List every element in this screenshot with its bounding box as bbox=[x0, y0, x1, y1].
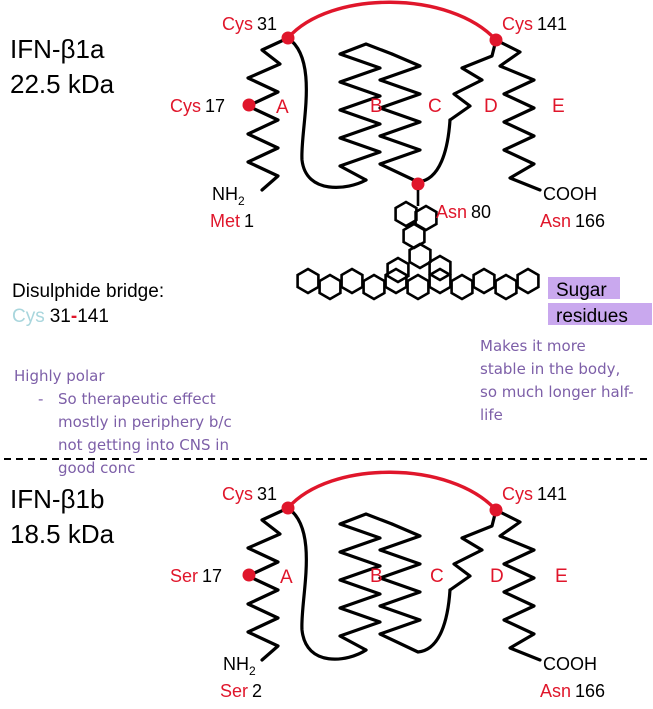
ser17-dot-bottom bbox=[242, 568, 256, 582]
loop-ab-top bbox=[286, 36, 368, 189]
sugar-label-line1: Sugar bbox=[556, 280, 607, 301]
note-polar-title: Highly polar bbox=[14, 367, 105, 385]
sugar-highlight-2 bbox=[548, 303, 652, 325]
ifn-b1a-structure bbox=[246, 0, 542, 192]
ifn-b1b-mass: 18.5 kDa bbox=[10, 519, 115, 549]
sugar-hexagon bbox=[362, 273, 386, 301]
helix-label-e-top: E bbox=[552, 96, 565, 117]
note-polar-line3: not getting into CNS in bbox=[58, 436, 229, 454]
cys17-dot-top bbox=[242, 98, 256, 112]
helix-b-top bbox=[338, 42, 394, 182]
cys31-dot-top bbox=[281, 31, 295, 45]
sugar-hexagon bbox=[406, 273, 430, 301]
helix-label-d-top: D bbox=[484, 96, 498, 117]
ifn-b1a-name: IFN-β1a bbox=[10, 34, 105, 64]
nterm-label-top: NH2 bbox=[212, 184, 245, 208]
note-polar-line2: mostly in periphery b/c bbox=[58, 413, 232, 431]
note-polar: Highly polar - So therapeutic effect mos… bbox=[14, 367, 232, 477]
cys141-dot-bottom bbox=[489, 503, 503, 517]
note-polar-bullet: - bbox=[38, 390, 43, 408]
note-stability-line2: stable in the body, bbox=[480, 360, 620, 378]
cys31-dot-bottom bbox=[281, 501, 295, 515]
cys141-dot-top bbox=[489, 33, 503, 47]
sugar-hexagon bbox=[340, 267, 364, 295]
helix-label-b-bottom: B bbox=[370, 566, 383, 587]
nterm-label-bottom: NH2 bbox=[223, 654, 256, 678]
helix-label-a-bottom: A bbox=[280, 567, 293, 588]
helix-e-bottom bbox=[494, 508, 542, 662]
sugar-hexagon bbox=[386, 256, 410, 284]
helix-c-bottom bbox=[378, 522, 452, 654]
disulphide-title: Disulphide bridge: bbox=[12, 281, 164, 302]
sugar-hexagon bbox=[296, 267, 320, 295]
sugar-hexagon bbox=[450, 273, 474, 301]
note-stability: Makes it more stable in the body, so muc… bbox=[480, 337, 634, 424]
note-polar-line4: good conc bbox=[58, 459, 135, 477]
helix-c-top bbox=[378, 52, 422, 184]
loop-ab-bottom bbox=[286, 506, 368, 661]
asn80-dot-top bbox=[411, 177, 425, 191]
helix-d-bottom bbox=[448, 508, 498, 592]
ifn-b1b-name: IFN-β1b bbox=[10, 484, 104, 514]
sugar-hexagon bbox=[494, 273, 518, 301]
helix-label-a-top: A bbox=[276, 97, 289, 118]
sugar-highlight-1 bbox=[548, 277, 620, 299]
helix-e-top bbox=[494, 38, 542, 192]
note-stability-line4: life bbox=[480, 406, 503, 424]
ifn-b1b-structure bbox=[246, 470, 542, 662]
sugar-hexagon bbox=[516, 267, 540, 295]
note-stability-line1: Makes it more bbox=[480, 337, 586, 355]
helix-d-top bbox=[448, 38, 498, 122]
helix-label-e-bottom: E bbox=[555, 566, 568, 587]
helix-label-c-top: C bbox=[428, 96, 442, 117]
disulphide-arc-top bbox=[286, 0, 498, 42]
disulphide-arc-bottom bbox=[286, 470, 498, 512]
sugar-hexagon bbox=[384, 267, 408, 295]
cterm-label-bottom: COOH bbox=[543, 654, 597, 674]
loop-cd-top bbox=[416, 118, 452, 184]
sugar-label-line2: residues bbox=[556, 306, 628, 327]
sugar-hexagon bbox=[394, 200, 418, 228]
cterm-label-top: COOH bbox=[543, 184, 597, 204]
note-polar-line1: So therapeutic effect bbox=[58, 390, 216, 408]
helix-b-bottom bbox=[338, 512, 394, 652]
sugar-hexagon bbox=[318, 273, 342, 301]
helix-a-top bbox=[246, 36, 290, 192]
note-stability-line3: so much longer half- bbox=[480, 383, 634, 401]
helix-label-d-bottom: D bbox=[490, 566, 504, 587]
helix-label-c-bottom: C bbox=[430, 566, 444, 587]
helix-a-bottom bbox=[246, 506, 290, 662]
sugar-hexagon bbox=[472, 267, 496, 295]
helix-label-b-top: B bbox=[370, 96, 383, 117]
sugar-hexagon bbox=[414, 204, 438, 232]
sugar-hexagons bbox=[296, 190, 540, 301]
sugar-hexagon bbox=[408, 242, 432, 270]
ifn-b1a-mass: 22.5 kDa bbox=[10, 69, 115, 99]
sugar-hexagon bbox=[428, 254, 452, 282]
